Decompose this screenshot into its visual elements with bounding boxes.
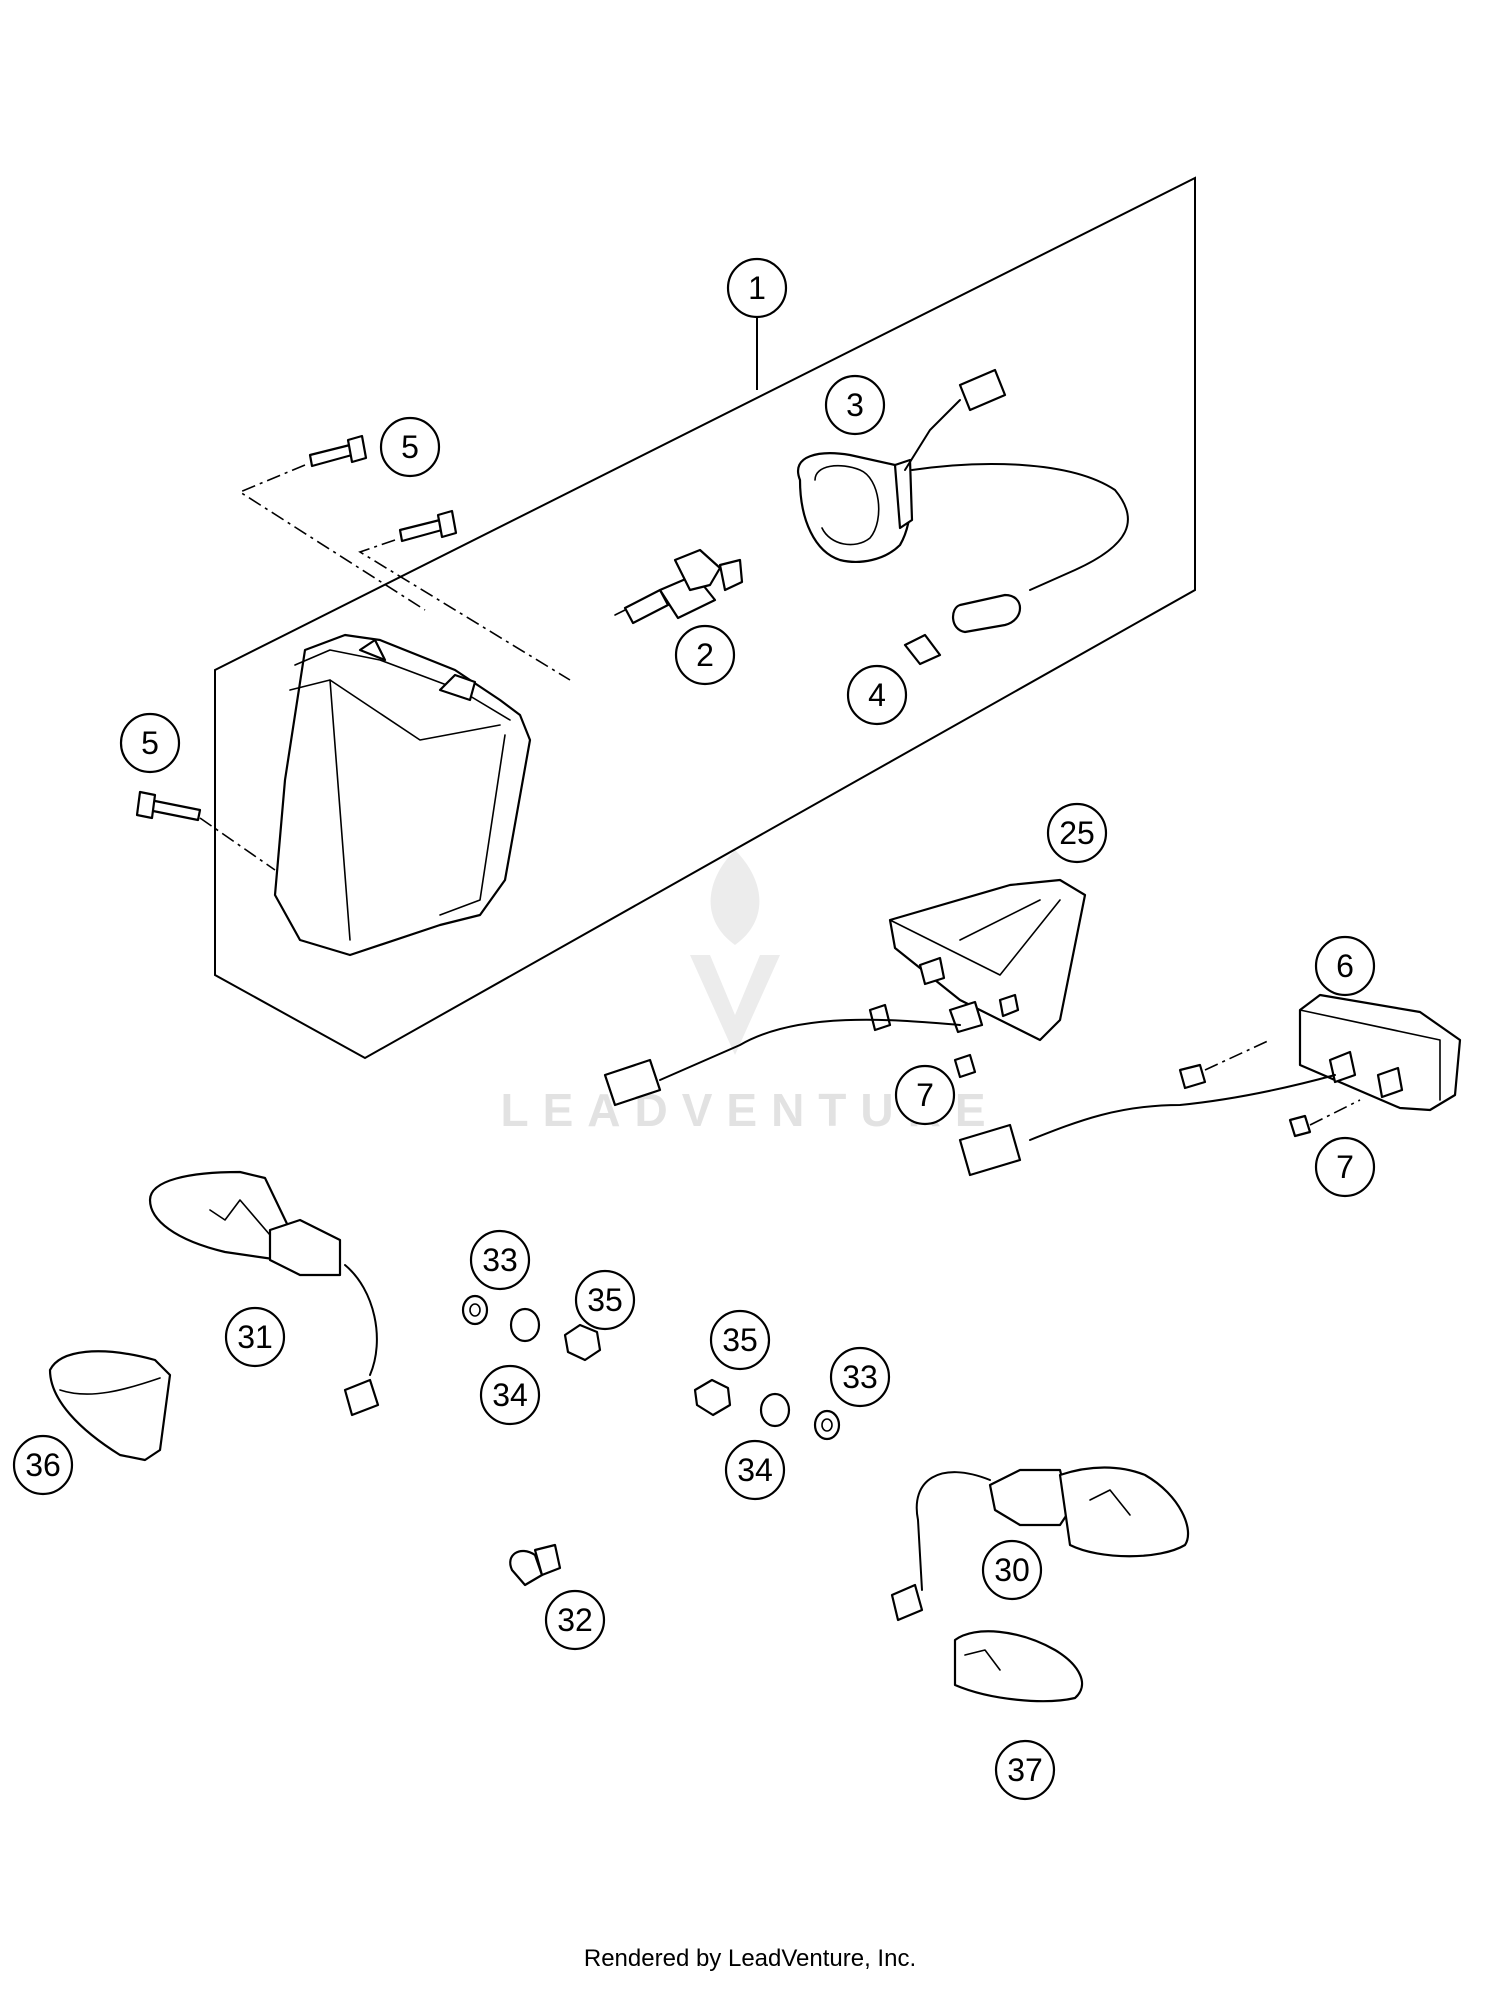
lock-washer-right — [759, 1392, 791, 1428]
nut-left — [563, 1323, 602, 1362]
callout-30[interactable]: 30 — [981, 1539, 1043, 1601]
svg-text:7: 7 — [1336, 1149, 1354, 1185]
svg-text:31: 31 — [237, 1319, 273, 1355]
callout-1[interactable]: 1 — [726, 257, 788, 319]
bolt-middle — [398, 509, 458, 543]
callout-31[interactable]: 31 — [224, 1306, 286, 1368]
svg-text:32: 32 — [557, 1602, 593, 1638]
svg-text:6: 6 — [1336, 948, 1354, 984]
parking-bulb — [903, 593, 1021, 666]
washer-left-hole — [469, 1303, 481, 1317]
bulb-socket — [797, 368, 1129, 591]
washer-right-hole — [821, 1418, 833, 1432]
svg-text:35: 35 — [722, 1322, 758, 1358]
svg-text:36: 36 — [25, 1447, 61, 1483]
svg-text:34: 34 — [737, 1452, 773, 1488]
callout-37[interactable]: 37 — [994, 1739, 1056, 1801]
svg-text:7: 7 — [916, 1077, 934, 1113]
lock-washer-left — [509, 1307, 541, 1343]
svg-text:3: 3 — [846, 387, 864, 423]
svg-text:2: 2 — [696, 637, 714, 673]
nut-right — [693, 1378, 732, 1417]
bolt-leader-middle — [358, 539, 571, 681]
callout-35-right[interactable]: 35 — [709, 1309, 771, 1371]
v-logo-icon — [690, 955, 780, 1055]
turn-signal-left — [148, 1170, 380, 1417]
signal-bulb — [509, 1543, 562, 1587]
turn-signal-cover-left — [48, 1350, 172, 1462]
turn-signal-right — [890, 1466, 1190, 1622]
callout-25[interactable]: 25 — [1046, 802, 1108, 864]
callout-33-left[interactable]: 33 — [469, 1229, 531, 1291]
callout-2[interactable]: 2 — [674, 624, 736, 686]
callout-35-left[interactable]: 35 — [574, 1269, 636, 1331]
svg-text:34: 34 — [492, 1377, 528, 1413]
headlight-bulb — [614, 548, 744, 625]
svg-text:35: 35 — [587, 1282, 623, 1318]
washer-right — [813, 1409, 841, 1441]
washer-left — [461, 1294, 489, 1326]
bolt-leader-upper — [238, 464, 426, 611]
svg-text:5: 5 — [401, 429, 419, 465]
svg-text:33: 33 — [842, 1359, 878, 1395]
callout-34-left[interactable]: 34 — [479, 1364, 541, 1426]
flame-icon — [710, 850, 760, 945]
footer-credit: Rendered by LeadVenture, Inc. — [583, 1945, 917, 1972]
turn-signal-cover-right — [953, 1630, 1084, 1703]
callout-6[interactable]: 6 — [1314, 935, 1376, 997]
bolt-upper — [308, 434, 368, 468]
callout-32[interactable]: 32 — [544, 1589, 606, 1651]
license-plate-light — [958, 993, 1462, 1177]
callout-5-left[interactable]: 5 — [119, 712, 181, 774]
svg-text:5: 5 — [141, 725, 159, 761]
svg-text:33: 33 — [482, 1242, 518, 1278]
callout-36[interactable]: 36 — [12, 1434, 74, 1496]
svg-text:37: 37 — [1007, 1752, 1043, 1788]
callout-7-tail[interactable]: 7 — [894, 1064, 956, 1126]
svg-text:30: 30 — [994, 1552, 1030, 1588]
callout-33-right[interactable]: 33 — [829, 1346, 891, 1408]
callout-5-upper[interactable]: 5 — [379, 416, 441, 478]
callout-3[interactable]: 3 — [824, 374, 886, 436]
svg-text:4: 4 — [868, 677, 886, 713]
callout-34-right[interactable]: 34 — [724, 1439, 786, 1501]
svg-text:25: 25 — [1059, 815, 1095, 851]
callout-4[interactable]: 4 — [846, 664, 908, 726]
tail-light — [603, 878, 1087, 1107]
callout-7-plate[interactable]: 7 — [1314, 1136, 1376, 1198]
bolt-leader-left — [199, 817, 276, 871]
headlight-housing — [273, 633, 532, 957]
svg-text:1: 1 — [748, 270, 766, 306]
bolt-left — [135, 790, 202, 822]
